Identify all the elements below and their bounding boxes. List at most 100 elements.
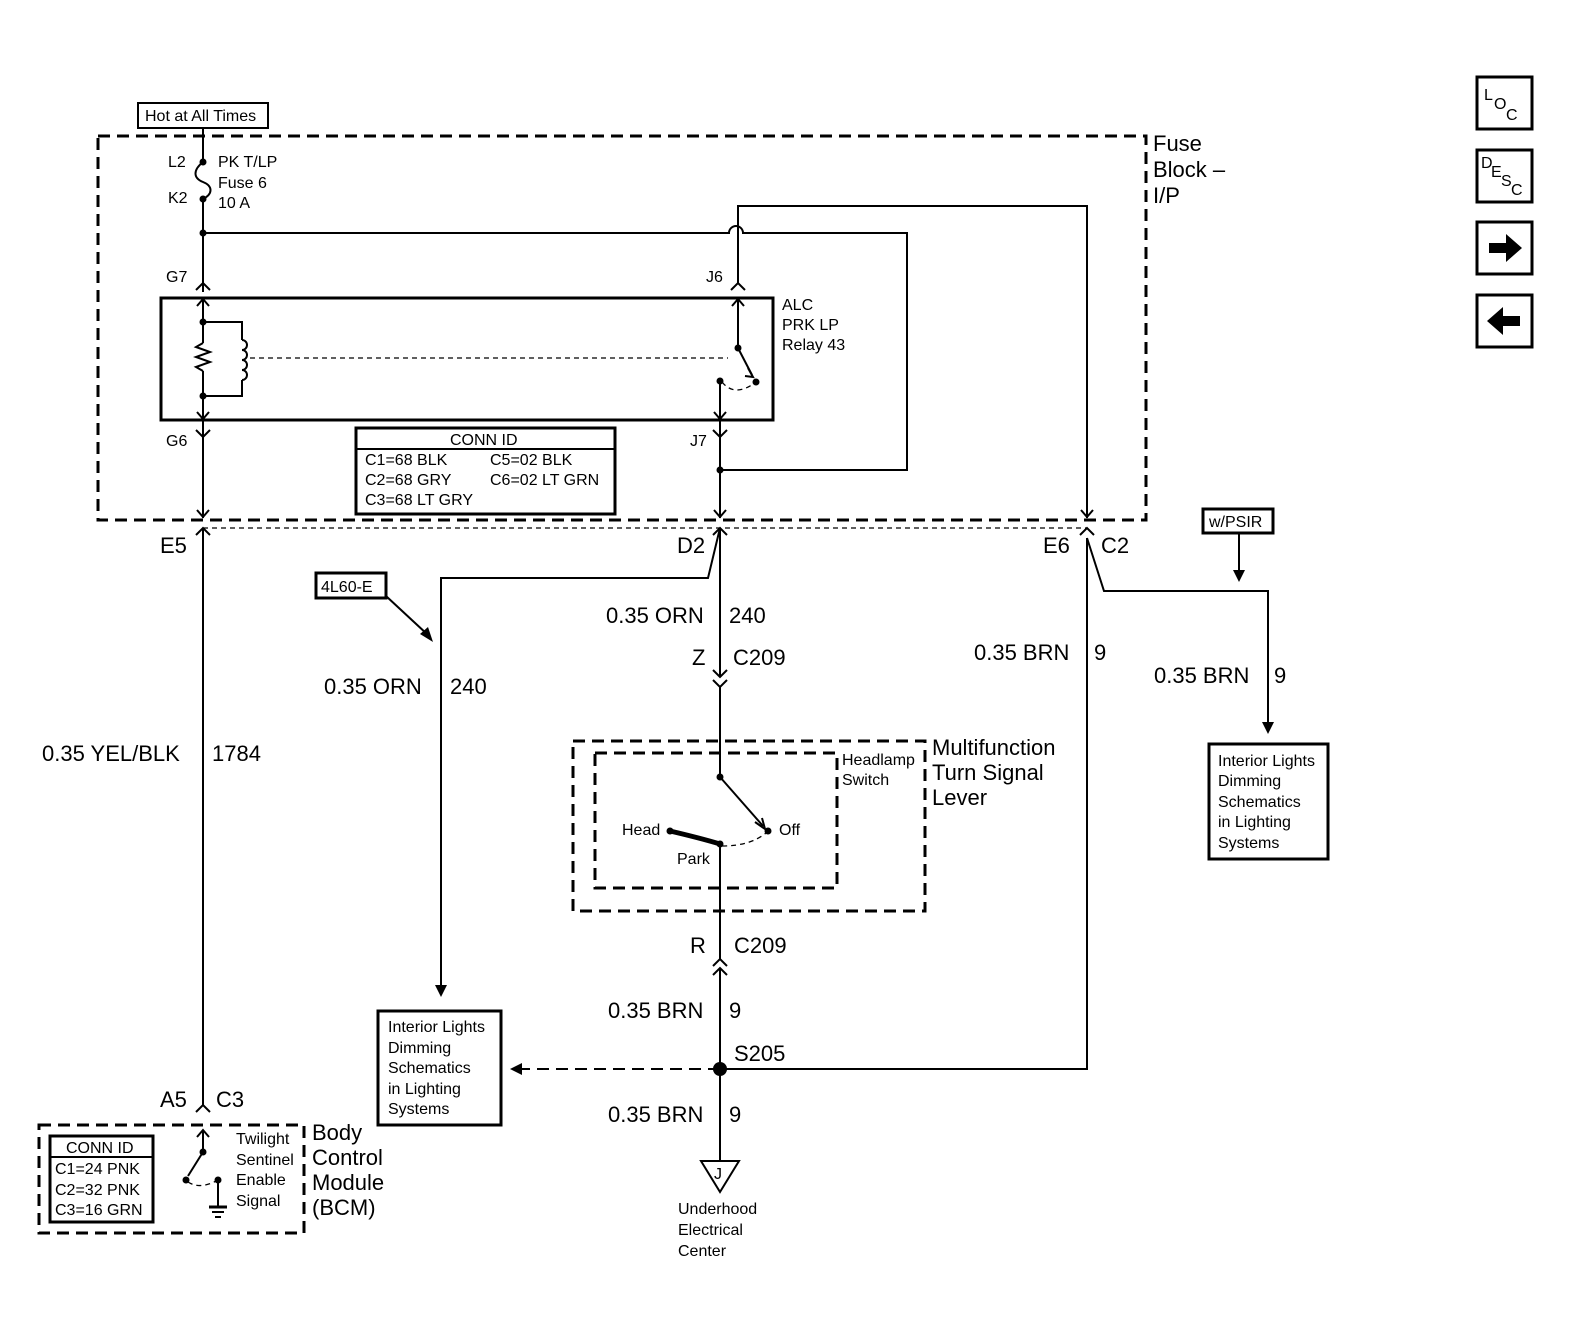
- ref-center-line-2: Dimming: [388, 1040, 451, 1057]
- ref-center-line-3: Schematics: [388, 1060, 471, 1077]
- wire-9-ground-size-color: 0.35 BRN: [608, 1102, 703, 1127]
- wire-9-psir: [1086, 537, 1269, 730]
- desc-letter-4: C: [1511, 182, 1523, 199]
- wire-9-psir-size-color: 0.35 BRN: [1154, 663, 1249, 688]
- fuse-pin-k2: K2: [168, 190, 188, 207]
- conn-id-c5: C5=02 BLK: [490, 452, 573, 469]
- multifunction-label-2: Turn Signal: [932, 760, 1044, 785]
- loc-letter-1: L: [1484, 87, 1493, 104]
- desc-letter-3: S: [1501, 173, 1512, 190]
- fuse-block-label-2: Block –: [1153, 157, 1226, 182]
- relay-switch: [713, 297, 760, 421]
- ref-right-line-4: in Lighting: [1218, 814, 1291, 831]
- fuse-block: Fuse Block – I/P Hot at All Times L2 K2 …: [96, 102, 1226, 522]
- switch-pos-park: Park: [677, 851, 711, 868]
- ref-center-line-5: Systems: [388, 1101, 449, 1118]
- ref-right-line-1: Interior Lights: [1218, 753, 1315, 770]
- j6-connector-symbol: [730, 281, 746, 291]
- sentinel-label-1: Twilight: [236, 1131, 290, 1148]
- tag-psir-label: w/PSIR: [1208, 514, 1262, 531]
- bcm-label-1: Body: [312, 1120, 362, 1145]
- g7-connector-symbol: [195, 281, 211, 291]
- bcm-conn-id: CONN ID C1=24 PNK C2=32 PNK C3=16 GRN: [48, 1134, 155, 1224]
- coil-inductor: [241, 339, 248, 381]
- relay-coil: [193, 297, 248, 421]
- arrow-left-icon: [1487, 307, 1520, 335]
- wire-9-ground-circuit: 9: [729, 1102, 741, 1127]
- fuse-symbol: [194, 158, 212, 203]
- wire-240-left-arrow: [435, 985, 447, 997]
- c209-z-pin: Z: [692, 645, 705, 670]
- headlamp-switch-label-2: Switch: [842, 772, 889, 789]
- wire-1784-size-color: 0.35 YEL/BLK: [42, 741, 180, 766]
- fuse-block-label-3: I/P: [1153, 183, 1180, 208]
- interior-lights-ref-right[interactable]: Interior Lights Dimming Schematics in Li…: [1207, 742, 1330, 861]
- conn-id-c2: C2=68 GRY: [365, 472, 452, 489]
- bcm-pin-a5: A5: [160, 1087, 187, 1112]
- sentinel-label-2: Sentinel: [236, 1152, 294, 1169]
- bcm-conn-id-title: CONN ID: [66, 1140, 134, 1157]
- ground-label-3: Center: [678, 1243, 727, 1260]
- tag-psir-arrow: [1233, 570, 1245, 582]
- ground-label-1: Underhood: [678, 1201, 757, 1218]
- switch-pos-off: Off: [779, 822, 801, 839]
- ref-right-line-5: Systems: [1218, 835, 1279, 852]
- wire-9-e6-size-color: 0.35 BRN: [974, 640, 1069, 665]
- desc-letter-2: E: [1491, 164, 1502, 181]
- bcm-conn-id-c1: C1=24 PNK: [55, 1161, 140, 1178]
- ref-right-line-2: Dimming: [1218, 773, 1281, 790]
- wire-9-psir-circuit: 9: [1274, 663, 1286, 688]
- prev-button[interactable]: [1475, 293, 1534, 349]
- multifunction-lever-outline: [571, 739, 927, 913]
- bcm-conn-id-c2: C2=32 PNK: [55, 1182, 140, 1199]
- loc-letter-3: C: [1506, 107, 1518, 124]
- bcm-label-4: (BCM): [312, 1195, 376, 1220]
- wire-9-r-circuit: 9: [729, 998, 741, 1023]
- pin-c2: C2: [1101, 533, 1129, 558]
- ref-center-line-1: Interior Lights: [388, 1019, 485, 1036]
- wire-240-left-size-color: 0.35 ORN: [324, 674, 422, 699]
- loc-button[interactable]: L O C: [1475, 75, 1534, 131]
- desc-button[interactable]: D E S C: [1475, 148, 1534, 204]
- ref-center-line-4: in Lighting: [388, 1081, 461, 1098]
- sentinel-label-3: Enable: [236, 1172, 286, 1189]
- wire-240-left-circuit: 240: [450, 674, 487, 699]
- wire-9-psir-arrow: [1262, 722, 1274, 734]
- next-button[interactable]: [1475, 220, 1534, 276]
- conn-id-c6: C6=02 LT GRN: [490, 472, 599, 489]
- fuse-rating: 10 A: [218, 195, 250, 212]
- bcm-label-3: Module: [312, 1170, 384, 1195]
- pin-e5: E5: [160, 533, 187, 558]
- conn-id-title: CONN ID: [450, 432, 518, 449]
- interior-lights-ref-center[interactable]: Interior Lights Dimming Schematics in Li…: [376, 1009, 503, 1127]
- wire-9-r-size-color: 0.35 BRN: [608, 998, 703, 1023]
- ground-letter: J: [714, 1166, 722, 1183]
- fuse-block-conn-id: CONN ID C1=68 BLK C2=68 GRY C3=68 LT GRY…: [354, 426, 617, 516]
- fuse-pin-l2: L2: [168, 154, 186, 171]
- fuse-id: Fuse 6: [218, 175, 267, 192]
- coil-resistor: [193, 342, 213, 372]
- twilight-sentinel-switch: [182, 1128, 227, 1218]
- wire-9-e6-circuit: 9: [1094, 640, 1106, 665]
- wire-240-center-circuit: 240: [729, 603, 766, 628]
- conn-id-c3: C3=68 LT GRY: [365, 492, 473, 509]
- j6-to-e6-wire: [737, 205, 1088, 518]
- fuse-block-label-1: Fuse: [1153, 131, 1202, 156]
- relay-label-1: ALC: [782, 297, 813, 314]
- splice-s205-label: S205: [734, 1041, 785, 1066]
- relay-label-2: PRK LP: [782, 317, 839, 334]
- tag-4l60e-pointer: [385, 595, 429, 636]
- relay-pin-g6: G6: [166, 433, 187, 450]
- wire-1784-circuit: 1784: [212, 741, 261, 766]
- desc-letter-1: D: [1481, 155, 1493, 172]
- c209-z-label: C209: [733, 645, 786, 670]
- e6-connector-symbol: [1079, 526, 1095, 536]
- relay-pin-j6: J6: [706, 269, 723, 286]
- pin-e6: E6: [1043, 533, 1070, 558]
- hot-at-all-times-label: Hot at All Times: [145, 108, 256, 125]
- relay-pin-g7: G7: [166, 269, 187, 286]
- splice-ref-arrow: [510, 1063, 522, 1075]
- relay-label-3: Relay 43: [782, 337, 845, 354]
- wire-240-center-size-color: 0.35 ORN: [606, 603, 704, 628]
